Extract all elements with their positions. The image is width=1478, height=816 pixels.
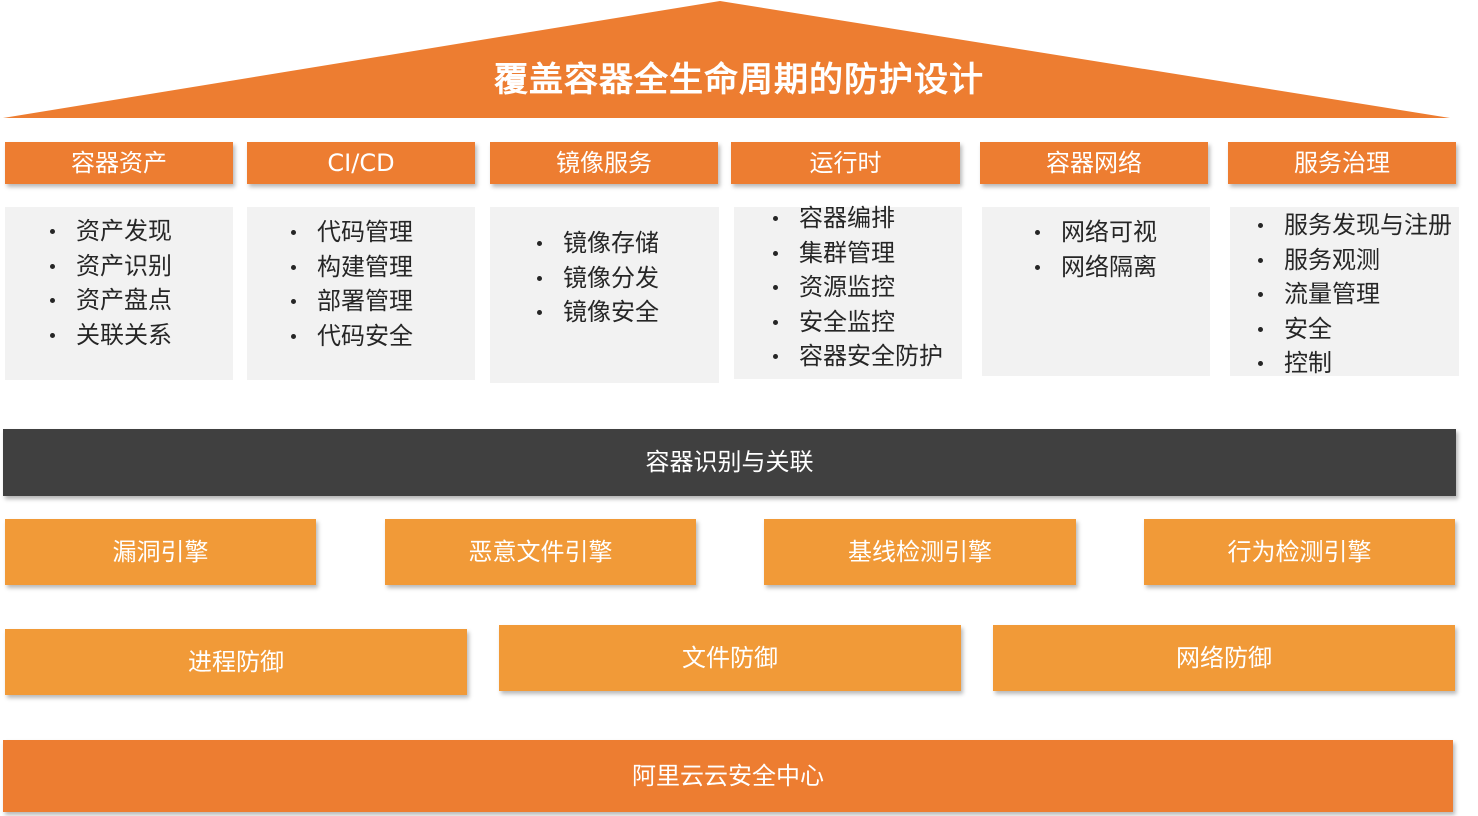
engine-baseline-check: 基线检测引擎 — [764, 519, 1076, 585]
column-header-image-service: 镜像服务 — [490, 142, 718, 184]
diagram-title: 覆盖容器全生命周期的防护设计 — [494, 60, 984, 100]
defense-process: 进程防御 — [5, 629, 467, 695]
list-item: 镜像分发 — [537, 261, 719, 296]
column-box-runtime: 容器编排 集群管理 资源监控 安全监控 容器安全防护 — [734, 204, 962, 379]
column-header-runtime: 运行时 — [731, 142, 960, 184]
list-item: 代码管理 — [291, 215, 475, 250]
list-item: 流量管理 — [1258, 277, 1459, 312]
list-item: 安全监控 — [773, 305, 962, 340]
list-item: 资产识别 — [50, 249, 233, 284]
list-item: 服务观测 — [1258, 243, 1459, 278]
list-item: 控制 — [1258, 346, 1459, 381]
list-item: 资产发现 — [50, 214, 233, 249]
list-item: 资源监控 — [773, 270, 962, 305]
column-header-network: 容器网络 — [980, 142, 1208, 184]
column-header-service-governance: 服务治理 — [1228, 142, 1456, 184]
list-item: 容器编排 — [773, 201, 962, 236]
list-item: 安全 — [1258, 312, 1459, 347]
column-header-assets: 容器资产 — [5, 142, 233, 184]
column-box-cicd: 代码管理 构建管理 部署管理 代码安全 — [247, 207, 475, 380]
list-item: 服务发现与注册 — [1258, 208, 1459, 243]
engine-malicious-file: 恶意文件引擎 — [385, 519, 696, 585]
roof-shape — [3, 1, 1450, 118]
list-item: 镜像存储 — [537, 226, 719, 261]
column-box-network: 网络可视 网络隔离 — [982, 207, 1210, 376]
column-box-assets: 资产发现 资产识别 资产盘点 关联关系 — [5, 207, 233, 380]
list-item: 容器安全防护 — [773, 339, 962, 374]
defense-file: 文件防御 — [499, 625, 961, 691]
list-item: 关联关系 — [50, 318, 233, 353]
list-item: 资产盘点 — [50, 283, 233, 318]
column-box-service-governance: 服务发现与注册 服务观测 流量管理 安全 控制 — [1230, 207, 1459, 377]
list-item: 代码安全 — [291, 319, 475, 354]
engine-behavior-detection: 行为检测引擎 — [1144, 519, 1455, 585]
engine-vulnerability: 漏洞引擎 — [5, 519, 316, 585]
correlation-bar: 容器识别与关联 — [3, 429, 1456, 496]
list-item: 网络隔离 — [1035, 250, 1210, 285]
column-box-image-service: 镜像存储 镜像分发 镜像安全 — [490, 207, 719, 383]
column-header-cicd: CI/CD — [247, 142, 475, 184]
defense-network: 网络防御 — [993, 625, 1455, 691]
foundation-security-center: 阿里云云安全中心 — [3, 740, 1453, 812]
list-item: 镜像安全 — [537, 295, 719, 330]
list-item: 部署管理 — [291, 284, 475, 319]
list-item: 网络可视 — [1035, 215, 1210, 250]
list-item: 集群管理 — [773, 236, 962, 271]
list-item: 构建管理 — [291, 250, 475, 285]
